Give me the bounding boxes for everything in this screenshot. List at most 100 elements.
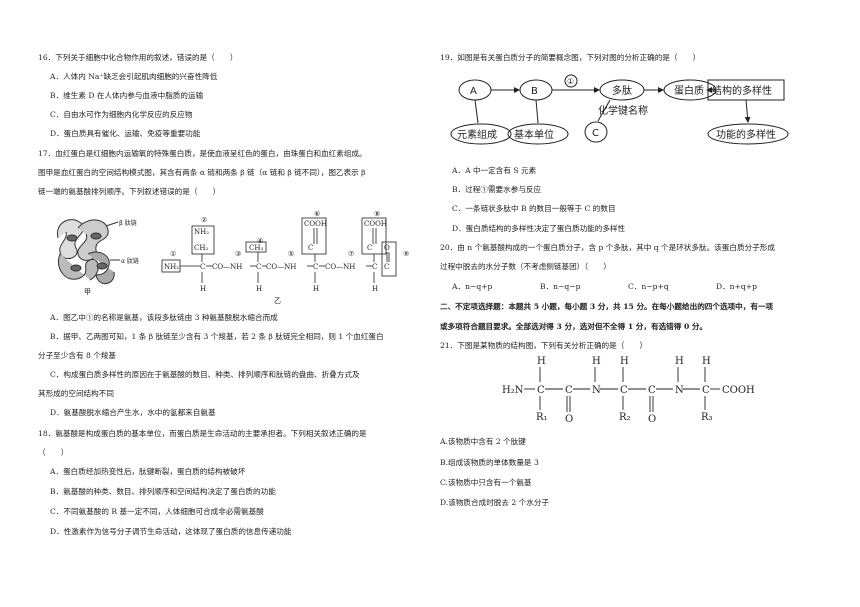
q18-option-b: B．氨基酸的种类、数目、排列顺序和空间结构决定了蛋白质的功能 <box>50 487 276 496</box>
q20-option-b: B．n−q−p <box>540 282 581 291</box>
label-alpha-chain: α 肽链 <box>121 257 139 265</box>
h-top-5: H <box>702 356 711 367</box>
peptide-bond-1: CO—NH <box>212 263 242 271</box>
num-6: ⑥ <box>314 210 320 218</box>
q19-option-b: B．过程①需要水参与反应 <box>452 185 542 194</box>
n-1: N <box>592 385 601 396</box>
r1-group: R₁ <box>536 412 548 423</box>
num-1: ① <box>170 250 176 258</box>
node-function <box>707 123 789 145</box>
q17-option-c-line-1: C．构成蛋白质多样性的原因在于氨基酸的数目、种类、排列顺序和肽链的盘曲、折叠方式… <box>50 370 360 379</box>
peptide-bond-2: CO—NH <box>266 263 296 271</box>
q21-option-d: D.该物质合成时脱去 2 个水分子 <box>440 498 550 507</box>
fig-yi-caption: 乙 <box>274 297 281 305</box>
o-2: O <box>648 414 656 425</box>
q17-option-b-line-1: B．据甲、乙两图可知，1 条 β 肽链至少含有 3 个羧基，若 2 条 β 肽链… <box>50 332 384 341</box>
node-a-label: A <box>470 86 477 97</box>
q18-option-a: A．蛋白质经加热变性后，肽键断裂，蛋白质的结构被破坏 <box>50 467 246 476</box>
num-2: ② <box>201 216 207 224</box>
q17-stem-line-1: 17．血红蛋白是红细胞内运输氧的特殊蛋白质，是使血液呈红色的蛋白，由珠蛋白和血红… <box>38 149 367 158</box>
peptide-chain-figure-yi: ① ② ③ ④ ⑤ ⑥ ⑦ ⑧ ⑨ NH₂ C CO—NH C CO—NH C … <box>161 210 409 305</box>
q17-stem-line-3: 链一端的氨基酸排列顺序。下列叙述错误的是（ ） <box>38 187 221 196</box>
r3-group: R₃ <box>701 412 713 423</box>
node-b-label: B <box>531 86 538 97</box>
node-unit-label: 基本单位 <box>514 128 554 141</box>
section-2-line-1: 二、不定项选择题：本题共 5 小题，每小题 3 分，共 15 分。在每小题给出的… <box>440 302 774 311</box>
q16-option-a: A．人体内 Na⁺缺乏会引起肌肉细胞的兴奋性降低 <box>50 72 218 81</box>
num-5: ⑤ <box>288 250 294 258</box>
h-4: H <box>372 285 378 293</box>
q17-option-d: D．氨基酸脱水缩合产生水，水中的氢都来自氨基 <box>50 408 216 417</box>
c-atom-5: C <box>384 263 389 271</box>
q17-stem-line-2: 图甲是血红蛋白的空间结构模式图，其含有两条 α 链和两条 β 链（α 链和 β … <box>38 168 366 177</box>
node-function-label: 功能的多样性 <box>716 128 776 141</box>
alpha-c-2: C <box>620 385 628 396</box>
cooh-side-1: COOH <box>304 220 327 228</box>
node-protein-label: 蛋白质 <box>674 84 704 97</box>
c-atom-4: C <box>372 263 377 271</box>
num-4: ④ <box>257 237 263 245</box>
h-top-4: H <box>675 356 684 367</box>
q17-option-c-line-2: 其形成的空间结构不同 <box>38 389 114 398</box>
node-element <box>450 123 512 145</box>
q21-stem: 21．下图是某物质的结构图，下列有关分析正确的是（ ） <box>440 341 648 350</box>
node-peptide-label: 多肽 <box>612 84 632 97</box>
node-c-label: C <box>592 128 599 139</box>
q16-option-c: C．自由水可作为细胞内化学反应的反应物 <box>50 110 193 119</box>
q19-option-d: D．蛋白质结构的多样性决定了蛋白质功能的多样性 <box>452 224 626 233</box>
q18-option-d: D．性激素作为信号分子调节生命活动，这体现了蛋白质的信息传递功能 <box>50 527 292 536</box>
protein-concept-map: A B C ① 多肽 蛋白质 结构的多样性 元素组成 基本单位 化学键名称 功能… <box>450 74 789 145</box>
q20-stem-line-2: 过程中脱去的水分子数（不考虑侧链基团）（ ） <box>440 262 611 271</box>
o-terminal: O <box>384 244 390 252</box>
c-atom-3: C <box>313 263 318 271</box>
h-top-2: H <box>592 356 601 367</box>
q18-option-c: C．不同氨基酸的 R 基一定不同，人体细胞可合成非必需氨基酸 <box>50 507 264 516</box>
q19-option-c: C．一条链状多肽中 B 的数目一般等于 C 的数目 <box>452 204 616 213</box>
q20-option-d: D．n+q+p <box>716 282 758 291</box>
c-atom-2: C <box>256 263 261 271</box>
num-9: ⑨ <box>403 250 409 258</box>
q18-stem-line-1: 18．氨基酸是构成蛋白质的基本单位，而蛋白质是生命活动的主要承担者。下列相关叙述… <box>38 429 367 438</box>
q21-option-a: A.该物质中含有 2 个肽键 <box>440 437 526 446</box>
c-double-o-1: C <box>308 244 313 252</box>
nh2-side: NH₂ <box>194 228 209 236</box>
ch3-side: CH₃ <box>249 244 263 252</box>
tripeptide-structure: H₂N C H R₁ C O N H C H R₂ C O N H C H R₃… <box>502 356 755 425</box>
cooh-group: COOH <box>722 385 755 396</box>
q20-stem-line-1: 20．由 n 个氨基酸构成的一个蛋白质分子，含 p 个多肽，其中 q 个是环状多… <box>440 243 775 252</box>
alpha-c-1: C <box>537 385 545 396</box>
process-1-label: ① <box>567 77 574 86</box>
c-double-o-2: C <box>367 244 372 252</box>
c-atom-1: C <box>200 263 205 271</box>
r2-group: R₂ <box>619 412 631 423</box>
q21-option-c: C.该物质中只含有一个氨基 <box>440 478 532 487</box>
peptide-bond-3: CO—NH <box>325 263 355 271</box>
q17-option-a: A．图乙中①的名称是氨基，该段多肽链由 3 种氨基酸脱水缩合而成 <box>50 313 278 322</box>
n-2: N <box>675 385 684 396</box>
q18-stem-line-2: （ ） <box>38 448 69 457</box>
q20-option-c: C．n−p+q <box>628 282 669 291</box>
label-beta-chain: β 肽链 <box>119 219 137 227</box>
section-2-line-2: 或多项符合题目要求。全部选对得 3 分，选对但不全得 1 分，有选错得 0 分。 <box>440 322 708 331</box>
node-unit <box>507 123 569 145</box>
nh2-terminal: NH₂ <box>164 263 179 271</box>
cooh-side-2: COOH <box>364 220 387 228</box>
node-structure-label: 结构的多样性 <box>712 84 772 97</box>
q17-option-b-line-2: 分子至少含有 8 个羧基 <box>38 351 117 360</box>
h-3: H <box>313 285 319 293</box>
num-8: ⑧ <box>374 210 380 218</box>
h-top-1: H <box>537 356 546 367</box>
num-7: ⑦ <box>348 250 354 258</box>
ch2-side: CH₂ <box>194 244 208 252</box>
node-element-label: 元素组成 <box>457 128 497 141</box>
h-1: H <box>200 285 206 293</box>
o-1: O <box>565 414 573 425</box>
carbonyl-c-2: C <box>648 385 656 396</box>
alpha-c-3: C <box>702 385 710 396</box>
q21-option-b: B.组成该物质的单体数量是 3 <box>440 458 539 467</box>
h-top-3: H <box>620 356 629 367</box>
q16-option-d: D．蛋白质具有催化、运输、免疫等重要功能 <box>50 129 201 138</box>
fig-jia-caption: 甲 <box>84 288 91 296</box>
hemoglobin-figure-jia: β 肽链 α 肽链 甲 <box>56 219 139 296</box>
bond-name-label: 化学键名称 <box>598 104 648 117</box>
